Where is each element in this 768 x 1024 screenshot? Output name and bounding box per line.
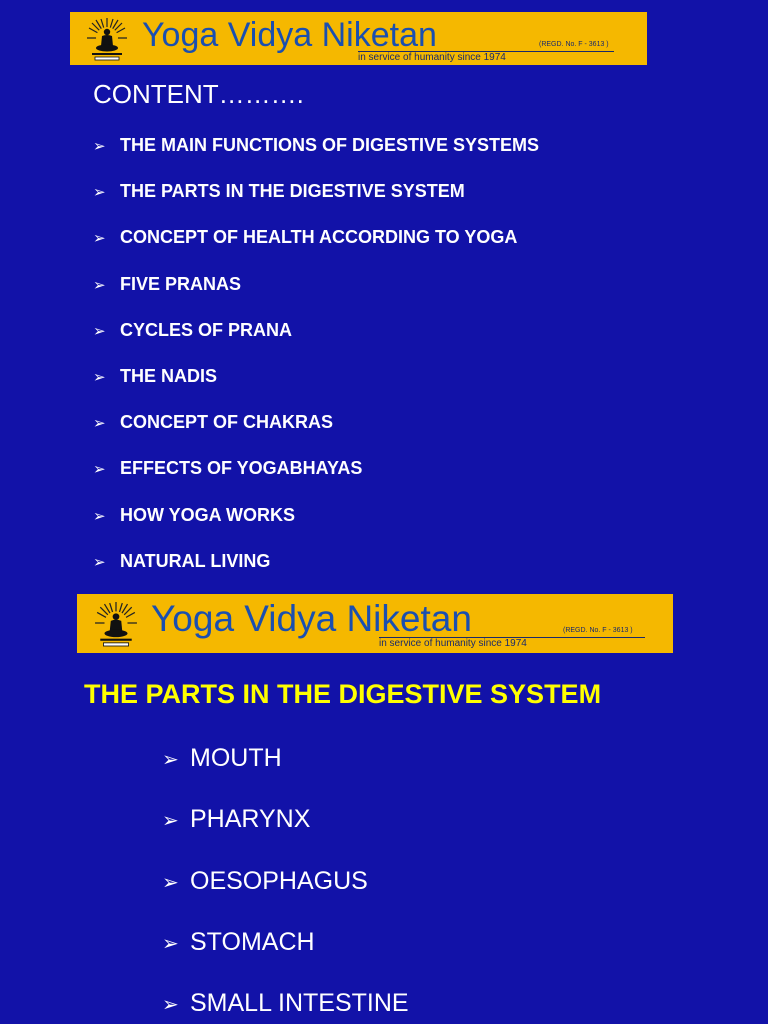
list-item-label: CONCEPT OF HEALTH ACCORDING TO YOGA <box>120 227 518 248</box>
arrow-bullet-icon: ➢ <box>93 553 106 571</box>
arrow-bullet-icon: ➢ <box>93 138 106 155</box>
arrow-bullet-icon: ➢ <box>93 415 106 433</box>
list-item: ➢ MOUTH <box>162 738 409 799</box>
content-heading: CONTENT………. <box>93 79 304 109</box>
banner-tagline: in service of humanity since 1974 <box>358 51 614 63</box>
arrow-bullet-icon: ➢ <box>162 994 179 1017</box>
list-item-label: THE MAIN FUNCTIONS OF DIGESTIVE SYSTEMS <box>120 135 540 155</box>
list-item: ➢ THE MAIN FUNCTIONS OF DIGESTIVE SYSTEMS <box>93 130 539 176</box>
list-item-label: HOW YOGA WORKS <box>120 504 295 525</box>
list-item-label: THE PARTS IN THE DIGESTIVE SYSTEM <box>120 181 465 202</box>
arrow-bullet-icon: ➢ <box>93 184 106 202</box>
list-item-label: THE NADIS <box>120 365 218 386</box>
list-item-label: EFFECTS OF YOGABHAYAS <box>120 458 363 479</box>
list-item: ➢ THE NADIS <box>93 361 539 407</box>
list-item: ➢ NATURAL LIVING <box>93 546 539 592</box>
list-item-label: STOMACH <box>190 927 315 956</box>
list-item-label: OESOPHAGUS <box>190 866 368 895</box>
arrow-bullet-icon: ➢ <box>162 932 179 955</box>
list-item: ➢ THE PARTS IN THE DIGESTIVE SYSTEM <box>93 176 539 222</box>
list-item: ➢ CONCEPT OF HEALTH ACCORDING TO YOGA <box>93 222 539 268</box>
arrow-bullet-icon: ➢ <box>93 276 106 294</box>
arrow-bullet-icon: ➢ <box>93 322 106 340</box>
arrow-bullet-icon: ➢ <box>162 871 179 894</box>
list-item: ➢ PHARYNX <box>162 799 409 860</box>
list-item-label: CYCLES OF PRANA <box>120 319 293 340</box>
list-item-label: SMALL INTESTINE <box>190 989 409 1018</box>
list-item: ➢ FIVE PRANAS <box>93 269 539 315</box>
list-item: ➢ OESOPHAGUS <box>162 861 409 922</box>
banner-title: Yoga Vidya Niketan <box>151 598 472 639</box>
list-item: ➢ SMALL INTESTINE <box>162 983 409 1024</box>
list-item-label: FIVE PRANAS <box>120 273 242 294</box>
arrow-bullet-icon: ➢ <box>93 368 106 386</box>
arrow-bullet-icon: ➢ <box>93 461 106 479</box>
banner-registration: (REGD. No. F - 3613 ) <box>539 41 609 48</box>
parts-list: ➢ MOUTH ➢ PHARYNX ➢ OESOPHAGUS ➢ STOMACH ➢ SM… <box>162 738 409 1024</box>
list-item-label: MOUTH <box>190 744 282 772</box>
header-banner: Yoga Vidya Niketan (REGD. No. F - 3613 )… <box>70 12 647 65</box>
banner-registration: (REGD. No. F - 3613 ) <box>563 627 633 634</box>
list-item-label: NATURAL LIVING <box>120 550 271 571</box>
banner-title: Yoga Vidya Niketan <box>142 16 437 54</box>
arrow-bullet-icon: ➢ <box>93 507 106 525</box>
header-banner: Yoga Vidya Niketan (REGD. No. F - 3613 )… <box>77 594 673 653</box>
list-item: ➢ CYCLES OF PRANA <box>93 315 539 361</box>
list-item: ➢ STOMACH <box>162 922 409 983</box>
content-list: ➢ THE MAIN FUNCTIONS OF DIGESTIVE SYSTEMS… <box>93 130 539 592</box>
list-item: ➢ EFFECTS OF YOGABHAYAS <box>93 453 539 499</box>
arrow-bullet-icon: ➢ <box>162 810 179 833</box>
arrow-bullet-icon: ➢ <box>162 749 179 771</box>
list-item-label: CONCEPT OF CHAKRAS <box>120 412 334 433</box>
section-title: THE PARTS IN THE DIGESTIVE SYSTEM <box>84 679 602 709</box>
list-item-label: PHARYNX <box>190 805 311 834</box>
list-item: ➢ HOW YOGA WORKS <box>93 500 539 546</box>
meditating-figure-sunburst-icon <box>87 18 127 61</box>
banner-tagline: in service of humanity since 1974 <box>379 637 645 649</box>
arrow-bullet-icon: ➢ <box>93 230 106 248</box>
meditating-figure-sunburst-icon <box>95 602 137 647</box>
list-item: ➢ CONCEPT OF CHAKRAS <box>93 407 539 453</box>
